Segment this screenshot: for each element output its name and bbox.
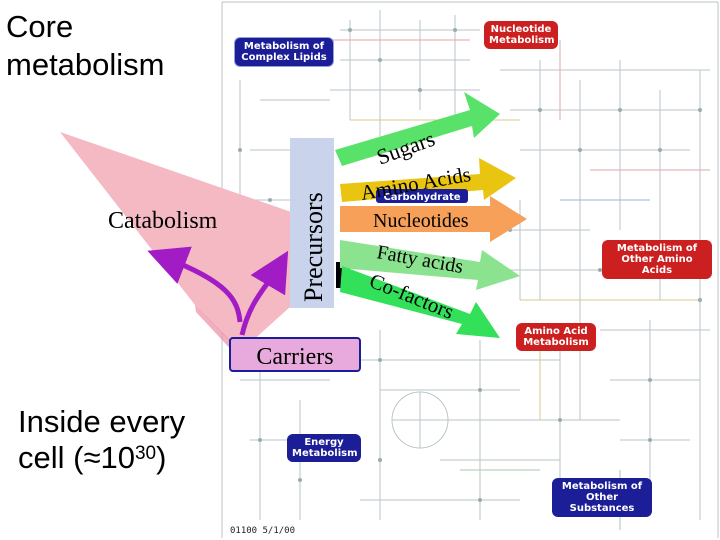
map-label-complex-lipids: Metabolism of Complex Lipids (234, 37, 334, 67)
title-line-1: Core (6, 9, 74, 44)
map-label-line: Energy (304, 437, 344, 448)
nucleotides-arrow (340, 196, 527, 242)
precursors-label: Precursors (299, 192, 328, 302)
catabolism-label: Catabolism (108, 208, 218, 234)
caption-line-1: Inside every (18, 404, 186, 439)
map-label-carbohydrate-text: Carbohydrate (383, 192, 460, 203)
map-label-carbohydrate (376, 189, 468, 203)
map-footer-code: 01100 5/1/00 (230, 526, 296, 536)
map-label-line: Nucleotide (490, 24, 552, 35)
map-label-line: Metabolism of (616, 243, 698, 254)
map-label-nucleotide: Nucleotide Metabolism (484, 21, 558, 49)
co-factors-arrow (340, 266, 500, 338)
map-label-line: Metabolism of (561, 481, 643, 492)
caption-prefix: cell ( (18, 440, 84, 475)
to-catabolism-arrow (147, 246, 243, 323)
precursors-panel (290, 138, 334, 308)
inside-every-cell-caption: Inside every cell (≈1030) (18, 404, 185, 476)
fatty-acids-arrow (340, 240, 520, 290)
map-label-line: Metabolism (292, 448, 358, 459)
nucleotides-label: Nucleotides (373, 210, 469, 232)
to-precursors-arrow (239, 250, 289, 336)
map-label-other-substances: Metabolism of Other Substances (552, 478, 652, 517)
map-label-line: Other Amino Acids (621, 254, 693, 276)
map-label-line: Complex Lipids (241, 52, 327, 63)
approx-symbol: ≈ (83, 440, 101, 475)
map-label-line: Metabolism of (243, 41, 325, 52)
power-exponent: 30 (134, 443, 157, 464)
map-label-line: Metabolism (523, 337, 589, 348)
carriers-box (229, 337, 361, 372)
caption-suffix: ) (156, 440, 167, 475)
sugars-arrow (335, 92, 500, 166)
map-label-other-amino-acids: Metabolism of Other Amino Acids (602, 240, 712, 279)
power-base: 10 (100, 440, 135, 475)
map-label-amino-acid: Amino Acid Metabolism (516, 323, 596, 351)
map-label-energy: Energy Metabolism (287, 434, 361, 462)
carriers-label: Carriers (256, 344, 333, 370)
catabolism-funnel (60, 132, 300, 352)
map-label-line: Metabolism (489, 35, 555, 46)
map-label-line: Other Substances (569, 492, 635, 514)
slide-title: Core metabolism (6, 8, 165, 84)
caption-line-2: cell (≈1030) (18, 440, 185, 476)
title-line-2: metabolism (6, 47, 165, 82)
map-label-line: Amino Acid (524, 326, 588, 337)
